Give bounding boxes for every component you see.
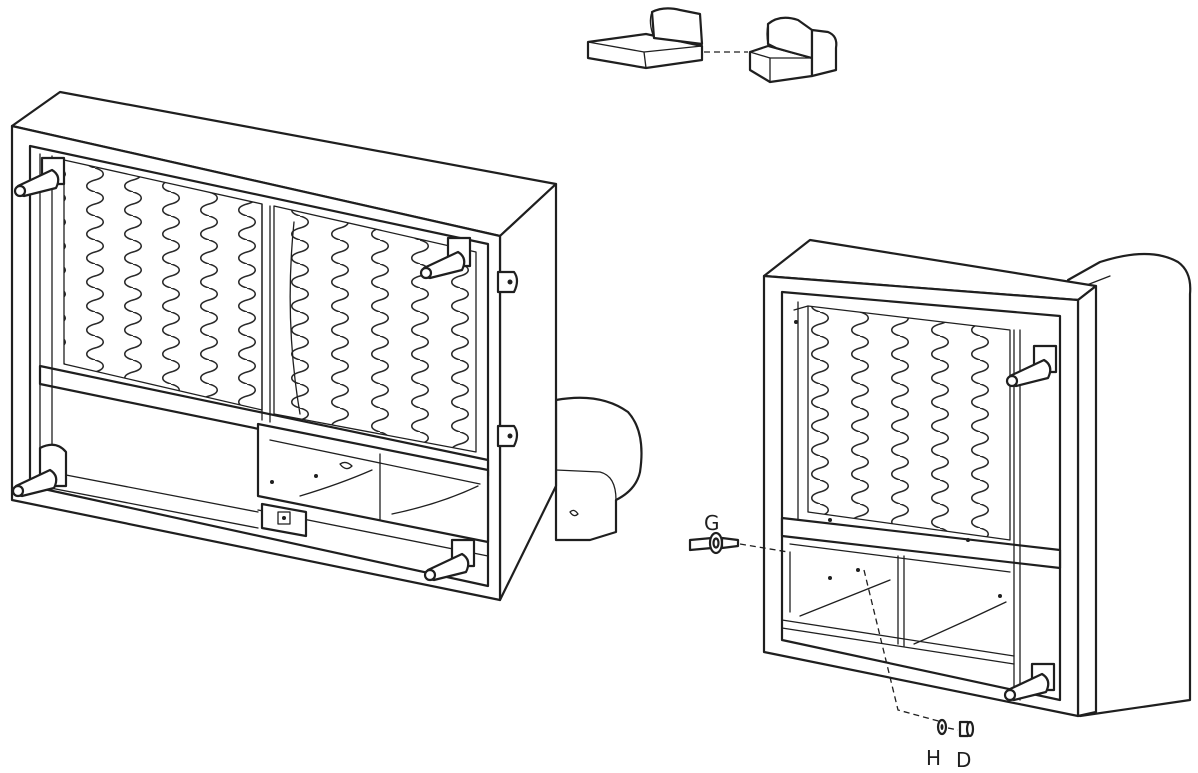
corner-section-icon — [748, 16, 838, 84]
washer-guide-line — [863, 569, 943, 723]
bolt-guide-line — [739, 543, 789, 553]
sofa-leg-icon — [423, 538, 476, 582]
sofa-leg-icon — [11, 443, 68, 498]
sofa-section-icon — [586, 7, 704, 70]
right-section-back — [1066, 252, 1192, 718]
sofa-leg-icon — [1003, 662, 1056, 702]
label-h: H — [926, 746, 941, 770]
nut-icon — [958, 720, 975, 738]
washer-icon — [936, 718, 948, 736]
sofa-leg-icon — [419, 236, 472, 280]
left-section-arm — [554, 396, 643, 542]
left-sofa-section — [10, 90, 643, 602]
sofa-leg-icon — [1005, 344, 1058, 388]
label-d: D — [956, 748, 971, 772]
sofa-leg-icon — [13, 156, 66, 198]
bolt-icon — [688, 531, 740, 555]
right-spring-panel — [808, 306, 1010, 540]
side-clip-upper — [496, 270, 519, 294]
right-corner-section — [762, 238, 1192, 718]
label-g: G — [704, 511, 720, 535]
hardware-callouts: G H D — [688, 511, 975, 772]
overview-thumbnail — [586, 7, 838, 84]
side-clip-lower — [496, 424, 519, 448]
left-spring-panel-1 — [64, 160, 262, 410]
